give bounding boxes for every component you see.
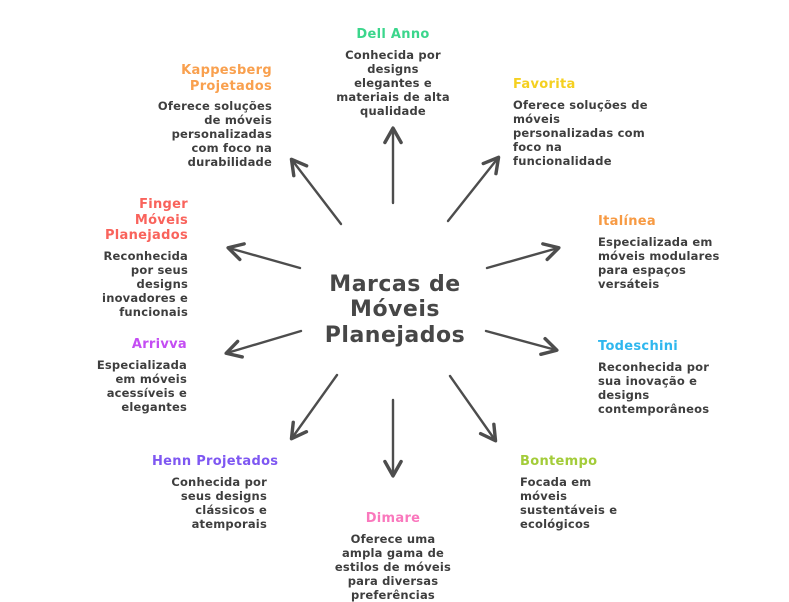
node-italinea-description: Especializada em móveis modulares para e… <box>598 234 720 291</box>
node-todeschini-description: Reconhecida por sua inovação e designs c… <box>598 359 710 416</box>
node-arrivva-label: Arrivva <box>131 337 187 352</box>
node-favorita-label: Favorita <box>513 77 576 92</box>
arrow-to-henn <box>289 373 339 441</box>
node-kappesberg-description: Oferece soluções de móveis personalizada… <box>157 99 272 170</box>
node-dell-anno-description: Conhecida por designs elegantes e materi… <box>336 47 450 118</box>
node-finger-moveis-description: Reconhecida por seus designs inovadores … <box>102 248 188 319</box>
node-henn-projetados-label: Henn Projetados <box>152 454 279 469</box>
node-bontempo-description: Focada em móveis sustentáveis e ecológic… <box>520 474 618 531</box>
arrow-to-finger <box>226 242 302 270</box>
node-todeschini-label: Todeschini <box>598 339 679 354</box>
node-italinea-label: Italínea <box>598 214 656 229</box>
node-todeschini: Todeschini Reconhecida por sua inovação … <box>598 339 718 416</box>
node-dimare-description: Oferece uma ampla gama de estilos de móv… <box>334 531 452 602</box>
node-bontempo-label: Bontempo <box>520 454 598 469</box>
node-henn-projetados-description: Conhecida por seus designs clássicos e a… <box>171 474 267 531</box>
node-kappesberg-label: Kappesberg Projetados <box>181 63 272 94</box>
node-dell-anno-label: Dell Anno <box>356 27 430 42</box>
node-dimare-label: Dimare <box>365 511 421 526</box>
node-italinea: Italínea Especializada em móveis modular… <box>598 214 728 291</box>
node-dimare: Dimare Oferece uma ampla gama de estilos… <box>333 511 453 602</box>
node-dell-anno: Dell Anno Conhecida por designs elegante… <box>334 27 452 118</box>
arrow-to-bontempo <box>448 374 498 443</box>
node-favorita-description: Oferece soluções de móveis personalizada… <box>513 97 648 168</box>
arrow-to-kappesberg <box>289 157 343 226</box>
node-finger-moveis: Finger Móveis Planejados Reconhecida por… <box>88 197 188 319</box>
node-henn-projetados: Henn Projetados Conhecida por seus desig… <box>152 454 279 531</box>
node-bontempo: Bontempo Focada em móveis sustentáveis e… <box>520 454 630 531</box>
node-kappesberg: Kappesberg Projetados Oferece soluções d… <box>154 63 272 169</box>
node-arrivva-description: Especializada em móveis acessíveis e ele… <box>96 357 187 414</box>
arrow-to-favorita <box>446 155 501 223</box>
node-finger-moveis-label: Finger Móveis Planejados <box>104 197 188 244</box>
node-arrivva: Arrivva Especializada em móveis acessíve… <box>77 337 187 414</box>
diagram-title: Marcas de Móveis Planejados <box>324 272 466 348</box>
node-favorita: Favorita Oferece soluções de móveis pers… <box>513 77 648 168</box>
arrow-to-italinea <box>485 242 561 270</box>
